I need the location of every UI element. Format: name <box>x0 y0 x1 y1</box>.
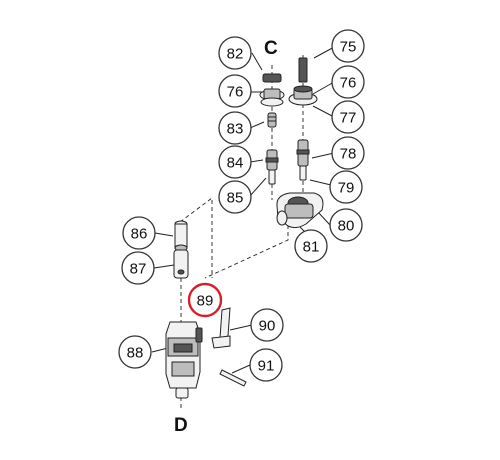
callout-82-label: 82 <box>227 46 244 63</box>
part-76-washer-left <box>259 88 285 107</box>
callout-84-label: 84 <box>227 155 244 172</box>
part-88-block-assembly <box>165 321 201 399</box>
part-82-cap-nut <box>262 73 282 83</box>
callout-76-left: 76 <box>218 74 252 108</box>
part-78-shaft <box>296 139 310 167</box>
part-76-washer-right <box>288 85 318 106</box>
callout-90-label: 90 <box>259 318 276 335</box>
callout-77-label: 77 <box>340 110 357 127</box>
callout-81-label: 81 <box>303 239 320 256</box>
callout-88-label: 88 <box>127 345 144 362</box>
part-75-screw <box>298 57 308 83</box>
part-86-sleeve <box>174 220 188 252</box>
callout-81: 81 <box>294 229 328 263</box>
callout-76-left-label: 76 <box>227 84 244 101</box>
view-label-top: C <box>264 38 278 59</box>
callout-91: 91 <box>249 348 283 382</box>
callout-89-highlighted[interactable]: 89 <box>187 282 223 318</box>
part-91-rod <box>219 369 247 387</box>
callout-75-label: 75 <box>340 39 357 56</box>
callout-80: 80 <box>329 208 363 242</box>
part-89-small-pin <box>195 327 203 343</box>
callout-90: 90 <box>250 308 284 342</box>
part-80-cam-housing <box>276 192 324 229</box>
part-83-spring <box>267 112 277 128</box>
callout-83-label: 83 <box>227 121 244 138</box>
callout-75: 75 <box>331 29 365 63</box>
callout-87-label: 87 <box>130 261 147 278</box>
view-label-bottom: D <box>174 415 188 436</box>
part-85-pin-tip <box>268 169 276 185</box>
part-87-body-pin <box>173 249 189 279</box>
callout-89-label: 89 <box>197 293 214 310</box>
callout-91-label: 91 <box>258 358 275 375</box>
callout-84: 84 <box>218 145 252 179</box>
callout-76-right-label: 76 <box>340 75 357 92</box>
callout-85: 85 <box>218 180 252 214</box>
callout-83: 83 <box>218 111 252 145</box>
callout-86: 86 <box>122 216 156 250</box>
callout-79: 79 <box>329 170 363 204</box>
callout-85-label: 85 <box>227 190 244 207</box>
callout-88: 88 <box>118 335 152 369</box>
callout-77: 77 <box>331 100 365 134</box>
callout-79-label: 79 <box>338 180 355 197</box>
part-90-spring-clip <box>211 307 231 349</box>
part-79-shaft-tip <box>299 165 307 181</box>
callout-78-label: 78 <box>340 146 357 163</box>
part-84-pin <box>265 149 279 171</box>
callout-86-label: 86 <box>131 226 148 243</box>
callout-78: 78 <box>331 136 365 170</box>
callout-80-label: 80 <box>338 218 355 235</box>
callout-82: 82 <box>218 36 252 70</box>
callout-87: 87 <box>121 251 155 285</box>
callout-76-right: 76 <box>331 65 365 99</box>
